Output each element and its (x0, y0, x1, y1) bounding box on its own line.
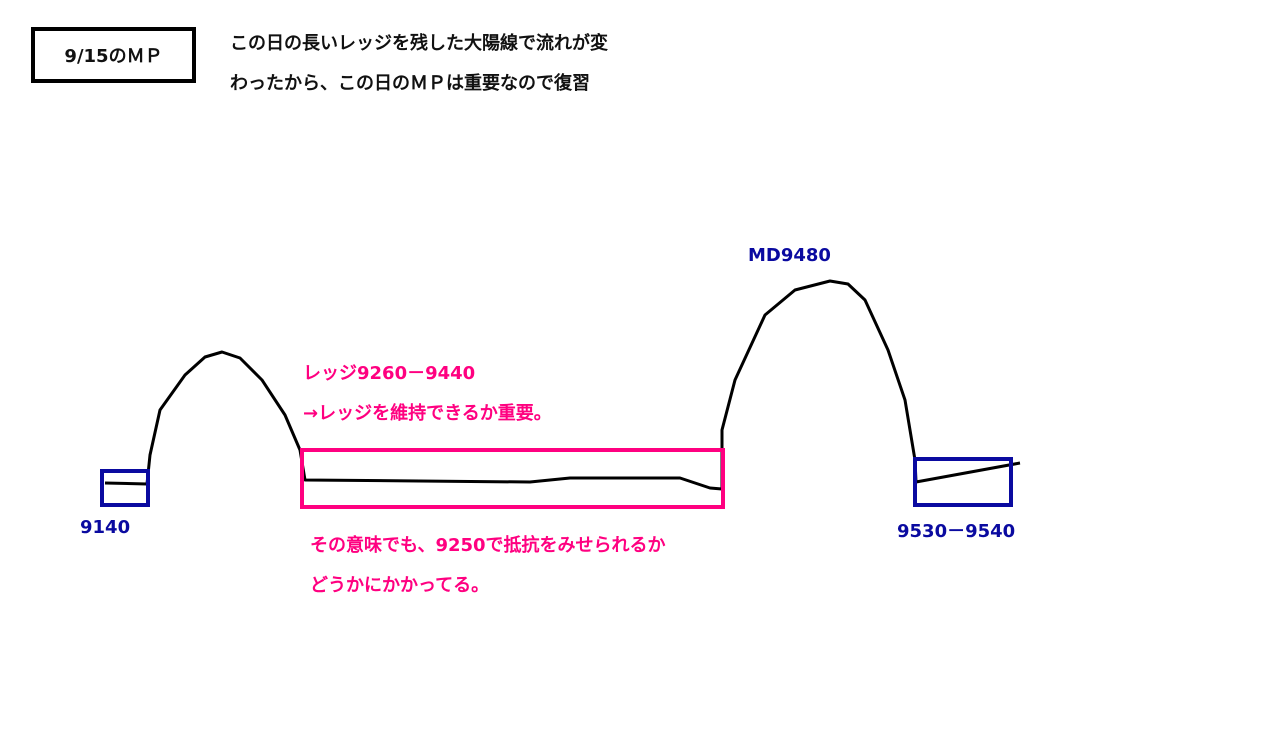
title: 9/15のＭＰ (64, 46, 163, 67)
md-label: MD9480 (748, 245, 831, 266)
low-label: 9140 (80, 517, 131, 538)
title-box: 9/15のＭＰ (31, 27, 196, 83)
profile-curve (104, 279, 1021, 491)
meaning-line-1: その意味でも、9250で抵抗をみせられるか (310, 535, 666, 556)
high-range-label: 9530－9540 (897, 521, 1016, 542)
note-line-2: わったから、この日のＭＰは重要なので復習 (230, 73, 590, 94)
ledge-comment: →レッジを維持できるか重要。 (303, 403, 552, 424)
note-line-1: この日の長いレッジを残した大陽線で流れが変 (230, 33, 608, 54)
low-box (100, 469, 150, 507)
high-box (913, 457, 1013, 507)
meaning-line-2: どうかにかかってる。 (310, 575, 490, 596)
ledge-box (300, 448, 725, 509)
ledge-range-label: レッジ9260－9440 (303, 363, 476, 384)
